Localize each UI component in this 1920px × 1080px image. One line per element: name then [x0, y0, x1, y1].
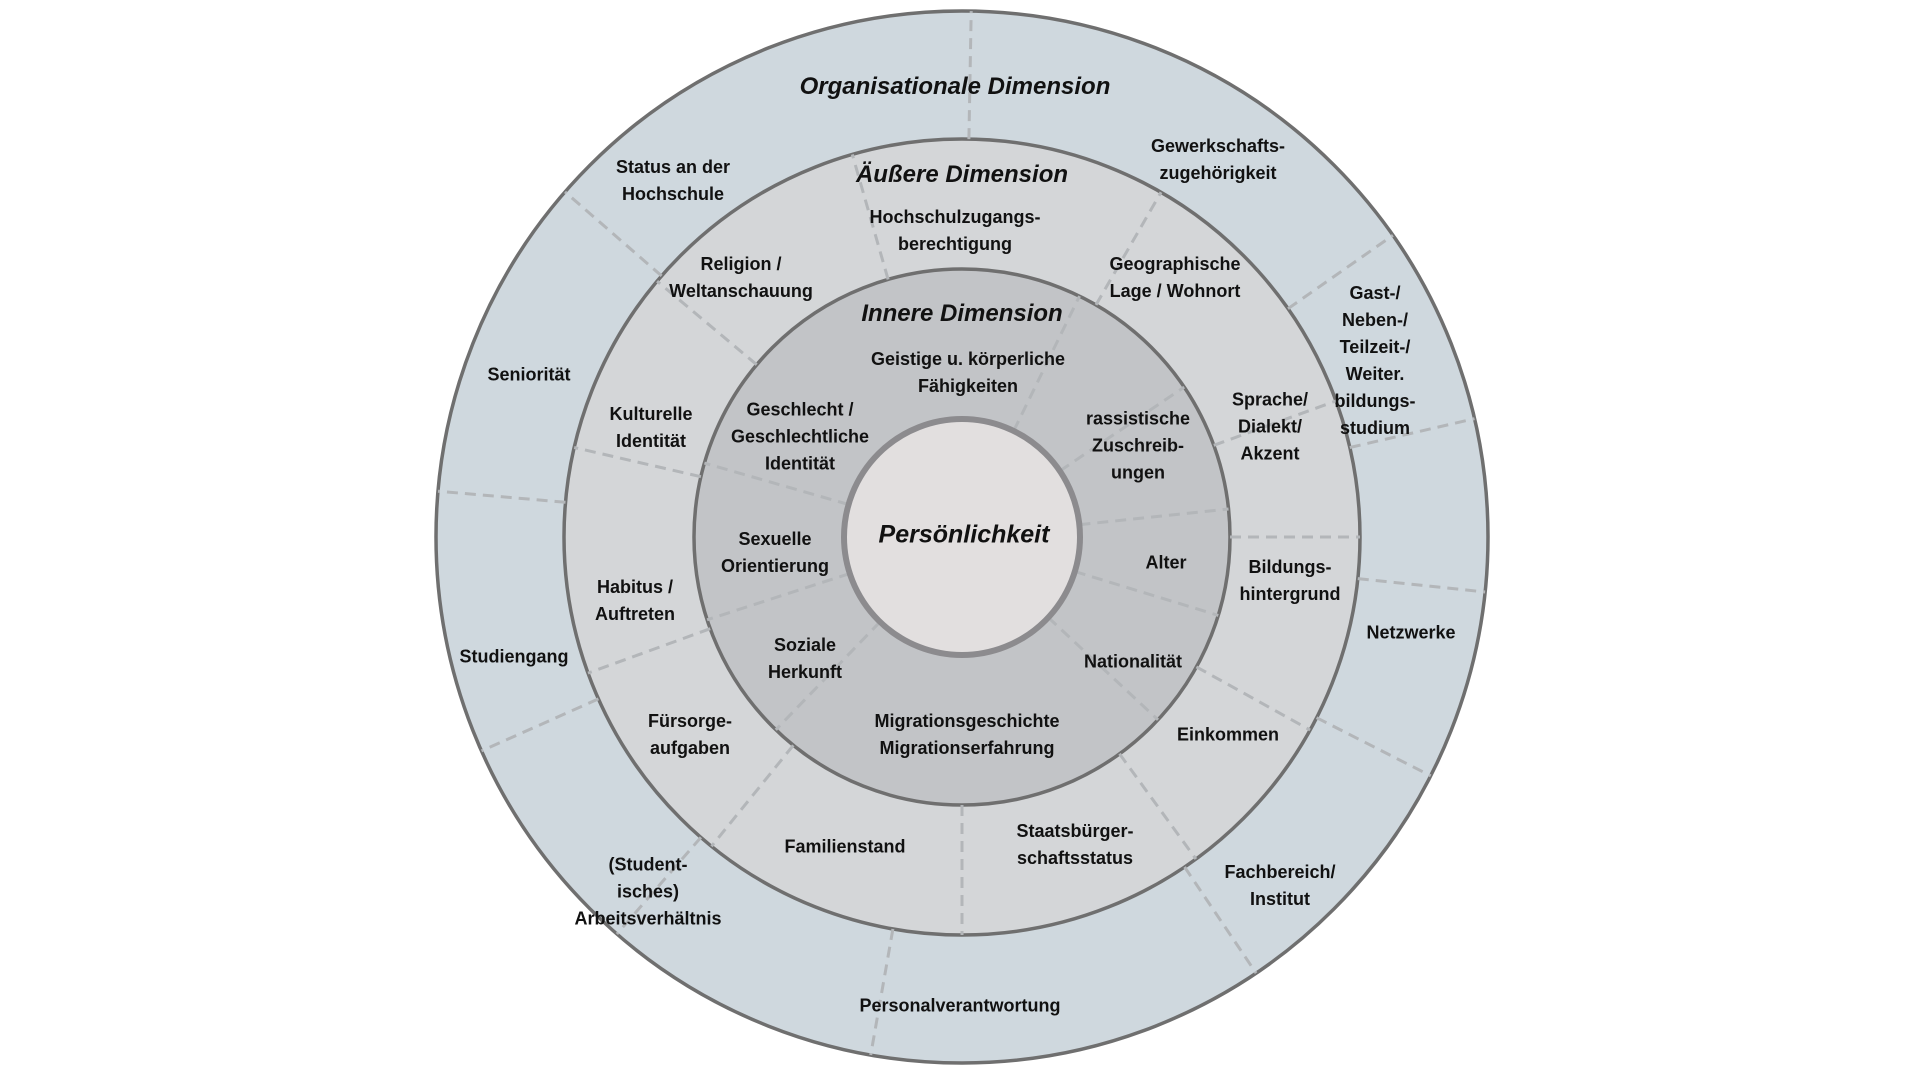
personality-label: Persönlichkeit	[878, 520, 1050, 549]
ext-item-habitus-appearance: Habitus / Auftreten	[595, 577, 675, 624]
org-divider-2	[1349, 417, 1475, 449]
int-item-age: Alter	[1145, 552, 1187, 573]
org-divider-1	[1287, 234, 1394, 310]
ext-divider-10	[850, 153, 890, 280]
ext-item-care-responsibilities: Fürsorge- aufgaben	[647, 711, 733, 758]
ext-item-educational-background: Bildungs- hintergrund	[1239, 557, 1341, 604]
int-item-racist-attributions: rassistische Zuschreib- ungen	[1085, 408, 1191, 483]
ext-item-geographic-location: Geographische Lage / Wohnort	[1109, 254, 1241, 301]
int-item-migration-history: Migrationsgeschichte Migrationserfahrung	[874, 711, 1060, 758]
org-divider-6	[869, 928, 895, 1056]
int-divider-5	[774, 620, 882, 731]
int-divider-2	[1079, 507, 1229, 527]
ext-divider-1	[1213, 399, 1337, 447]
segment-dividers	[437, 11, 1486, 1056]
int-divider-3	[1074, 570, 1219, 617]
ext-item-language-dialect: Sprache/ Dialekt/ Akzent	[1231, 389, 1309, 464]
org-divider-9	[437, 489, 566, 504]
org-item-networks: Netzwerke	[1366, 622, 1456, 643]
organizational-dimension-title: Organisationale Dimension	[799, 73, 1111, 100]
org-divider-4	[1315, 716, 1432, 778]
org-item-personnel-responsibility: Personalverantwortung	[859, 995, 1061, 1016]
ext-divider-8	[573, 446, 702, 479]
ext-divider-9	[656, 280, 758, 366]
ext-divider-0	[1094, 191, 1163, 306]
org-divider-10	[564, 190, 663, 278]
ext-item-income: Einkommen	[1176, 724, 1280, 745]
ext-item-university-entrance: Hochschulzugangs- berechtigung	[869, 207, 1041, 254]
org-divider-7	[615, 836, 703, 935]
int-item-social-origin: Soziale Herkunft	[767, 635, 843, 682]
org-item-degree-program: Studiengang	[459, 646, 569, 667]
ext-divider-7	[587, 627, 711, 675]
int-divider-1	[1058, 385, 1186, 473]
org-item-guest-parttime-study: Gast-/ Neben-/ Teilzeit-/ Weiter. bildun…	[1334, 283, 1416, 438]
ext-item-citizenship-status: Staatsbürger- schaftsstatus	[1016, 821, 1134, 868]
personality-core-circle	[841, 416, 1083, 658]
org-divider-8	[480, 697, 600, 753]
org-divider-0	[967, 11, 973, 140]
int-item-nationality: Nationalität	[1083, 651, 1183, 672]
int-divider-0	[1012, 295, 1081, 432]
int-item-gender-identity: Geschlecht / Geschlechtliche Identität	[730, 399, 870, 474]
ext-item-cultural-identity: Kulturelle Identität	[609, 404, 693, 451]
internal-dimension-title: Innere Dimension	[861, 300, 1063, 327]
int-divider-7	[703, 461, 850, 506]
org-divider-5	[1183, 866, 1258, 974]
org-item-employment-relationship: (Student- isches) Arbeitsverhältnis	[574, 854, 722, 929]
org-item-department-institute: Fachbereich/ Institut	[1224, 862, 1336, 909]
org-divider-3	[1357, 577, 1486, 594]
ext-divider-3	[1195, 665, 1311, 732]
ext-item-marital-status: Familienstand	[784, 836, 906, 857]
ext-divider-4	[1118, 752, 1198, 860]
org-item-seniority: Seniorität	[487, 364, 571, 385]
org-item-union-membership: Gewerkschafts- zugehörigkeit	[1150, 136, 1286, 183]
ext-item-religion-worldview: Religion / Weltanschauung	[669, 254, 813, 301]
external-dimension-title: Äußere Dimension	[855, 161, 1069, 188]
ext-divider-6	[710, 744, 795, 848]
int-item-mental-physical-abilities: Geistige u. körperliche Fähigkeiten	[870, 349, 1066, 396]
int-divider-4	[1047, 616, 1160, 721]
org-item-university-status: Status an der Hochschule	[615, 157, 731, 204]
int-divider-6	[706, 572, 851, 622]
int-item-sexual-orientation: Sexuelle Orientierung	[720, 529, 830, 576]
